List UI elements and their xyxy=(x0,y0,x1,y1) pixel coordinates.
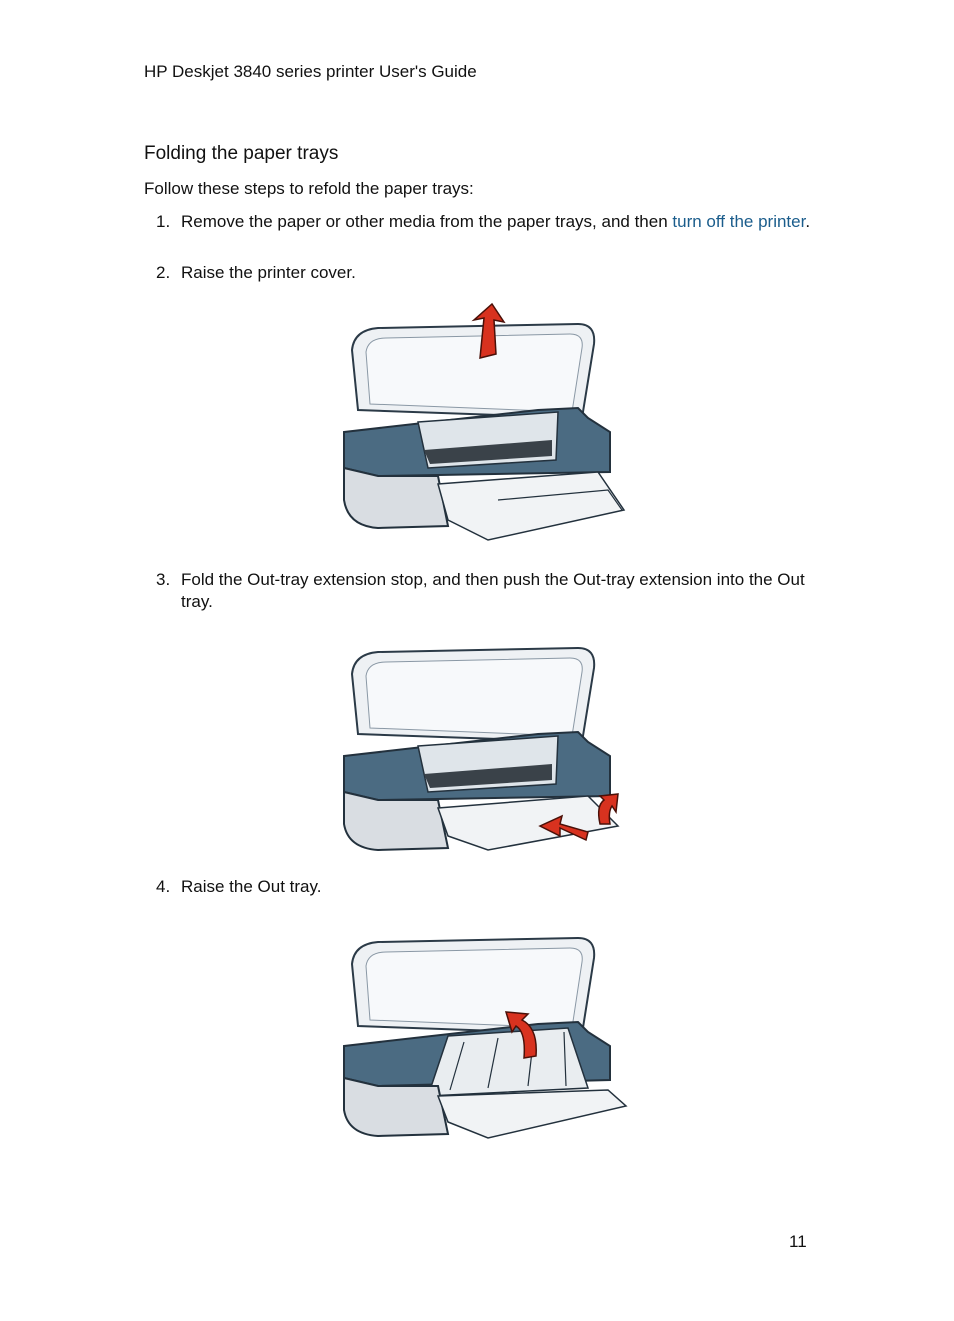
printer-cover-raised-illustration xyxy=(343,302,626,541)
step-number: 3. xyxy=(156,570,171,589)
page-number: 11 xyxy=(789,1232,807,1251)
section-title: Folding the paper trays xyxy=(144,143,339,164)
push-extension-arrow-icon xyxy=(538,814,589,842)
out-tray-raised-illustration xyxy=(343,936,628,1139)
step-number: 2. xyxy=(156,263,171,282)
step-text: Fold the Out-tray extension stop, and th… xyxy=(181,570,805,611)
fold-stop-arrow-icon xyxy=(597,793,619,825)
printer-drawing xyxy=(343,936,628,1139)
step-1: 1. Remove the paper or other media from … xyxy=(144,211,824,233)
running-header: HP Deskjet 3840 series printer User's Gu… xyxy=(144,62,477,81)
step-4: 4. Raise the Out tray. xyxy=(144,876,824,898)
turn-off-printer-link[interactable]: turn off the printer xyxy=(672,212,806,231)
step-3: 3. Fold the Out-tray extension stop, and… xyxy=(144,569,824,613)
out-tray-extension-fold-illustration xyxy=(343,646,620,852)
step-text: Raise the printer cover. xyxy=(181,263,356,282)
section-intro: Follow these steps to refold the paper t… xyxy=(144,179,474,198)
step-2: 2. Raise the printer cover. xyxy=(144,262,824,284)
step-number: 4. xyxy=(156,877,171,896)
printer-drawing xyxy=(343,646,620,852)
printer-drawing xyxy=(343,322,626,541)
step-text: Raise the Out tray. xyxy=(181,877,322,896)
step-number: 1. xyxy=(156,212,171,231)
raise-out-tray-arrow-icon xyxy=(504,1011,537,1059)
step-text: Remove the paper or other media from the… xyxy=(181,212,811,231)
raise-cover-arrow-icon xyxy=(471,302,506,359)
